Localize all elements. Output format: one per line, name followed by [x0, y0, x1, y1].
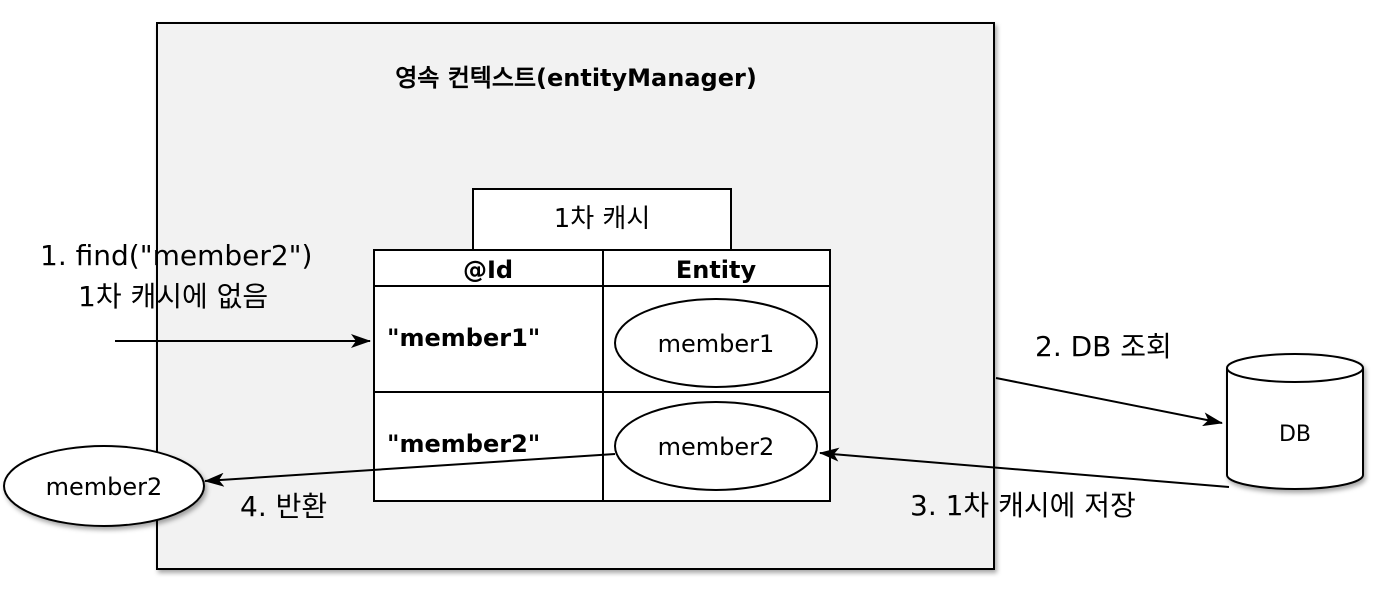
returned-entity-node: [3, 445, 205, 527]
cache-store-arrow: [819, 447, 1230, 488]
step1-find-label: 1. find("member2"): [40, 239, 312, 272]
row2-id: "member2": [387, 430, 540, 458]
db-lookup-arrow: [995, 377, 1223, 427]
step3-cache-store-label: 3. 1차 캐시에 저장: [910, 489, 1136, 522]
step2-db-lookup-label: 2. DB 조회: [1035, 330, 1172, 363]
cache-tab-label: 1차 캐시: [554, 204, 651, 234]
row1-entity-node: [614, 298, 818, 388]
context-title: 영속 컨텍스트(entityManager): [395, 64, 757, 92]
database-cylinder: [1226, 353, 1364, 490]
row2-entity: member2: [658, 433, 775, 461]
row1-id: "member1": [387, 324, 540, 352]
cache-tab: [472, 188, 732, 251]
row1-entity: member1: [658, 330, 775, 358]
return-arrow: [204, 453, 616, 487]
step4-return-label: 4. 반환: [240, 490, 327, 523]
returned-entity-label: member2: [46, 473, 163, 501]
row2-entity-node: [614, 401, 818, 491]
db-label: DB: [1279, 422, 1311, 447]
step1-cache-miss-label: 1차 캐시에 없음: [78, 280, 268, 313]
column-header-entity: Entity: [676, 256, 757, 284]
column-header-id: @Id: [463, 256, 513, 284]
